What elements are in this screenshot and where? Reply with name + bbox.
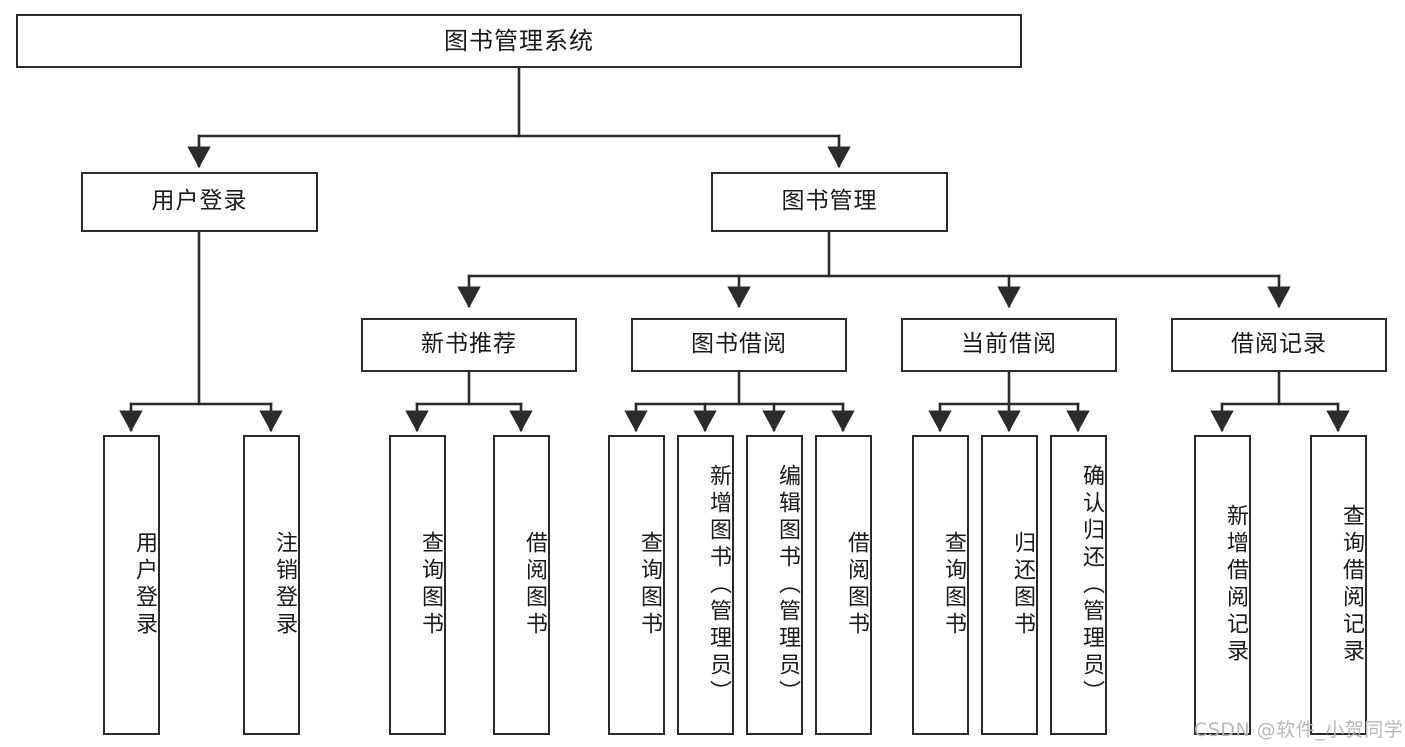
node-book-borrow[interactable]: 图书借阅 bbox=[631, 318, 847, 372]
node-label: 图书管理系统 bbox=[444, 26, 594, 55]
leaf-user-logout[interactable]: 注销登录 bbox=[243, 435, 300, 735]
node-label: 编辑图书（管理员） bbox=[775, 463, 800, 707]
node-label: 用户登录 bbox=[132, 531, 157, 639]
node-label: 借阅记录 bbox=[1231, 331, 1327, 358]
node-new-book-recommend[interactable]: 新书推荐 bbox=[361, 318, 577, 372]
node-label: 新书推荐 bbox=[421, 331, 517, 358]
node-label: 注销登录 bbox=[272, 531, 297, 639]
node-book-management[interactable]: 图书管理 bbox=[711, 172, 948, 232]
node-label: 图书管理 bbox=[781, 188, 878, 215]
leaf-recommend-query-book[interactable]: 查询图书 bbox=[389, 435, 446, 735]
node-label: 归还图书 bbox=[1010, 531, 1035, 639]
leaf-recommend-borrow-book[interactable]: 借阅图书 bbox=[493, 435, 550, 735]
node-label: 新增图书（管理员） bbox=[706, 463, 731, 707]
csdn-watermark: CSDN @软件_小贺同学 bbox=[1194, 719, 1404, 741]
node-label: 查询图书 bbox=[941, 531, 966, 639]
node-current-borrow[interactable]: 当前借阅 bbox=[901, 318, 1117, 372]
node-label: 查询图书 bbox=[637, 531, 662, 639]
leaf-record-add-record[interactable]: 新增借阅记录 bbox=[1194, 435, 1251, 735]
leaf-borrow-query-book[interactable]: 查询图书 bbox=[608, 435, 665, 735]
leaf-current-query-book[interactable]: 查询图书 bbox=[912, 435, 969, 735]
node-borrow-record[interactable]: 借阅记录 bbox=[1171, 318, 1387, 372]
leaf-record-query-record[interactable]: 查询借阅记录 bbox=[1310, 435, 1367, 735]
leaf-borrow-edit-book[interactable]: 编辑图书（管理员） bbox=[746, 435, 803, 735]
node-label: 确认归还（管理员） bbox=[1079, 463, 1104, 707]
node-label: 新增借阅记录 bbox=[1223, 504, 1248, 666]
node-root-system[interactable]: 图书管理系统 bbox=[16, 14, 1022, 68]
node-label: 借阅图书 bbox=[522, 531, 547, 639]
node-label: 查询借阅记录 bbox=[1339, 504, 1364, 666]
leaf-current-return-book[interactable]: 归还图书 bbox=[981, 435, 1038, 735]
leaf-borrow-add-book[interactable]: 新增图书（管理员） bbox=[677, 435, 734, 735]
node-label: 用户登录 bbox=[151, 188, 248, 215]
node-user-login[interactable]: 用户登录 bbox=[81, 172, 318, 232]
node-label: 图书借阅 bbox=[691, 331, 787, 358]
node-label: 查询图书 bbox=[418, 531, 443, 639]
node-label: 当前借阅 bbox=[961, 331, 1057, 358]
leaf-user-login[interactable]: 用户登录 bbox=[103, 435, 160, 735]
node-label: 借阅图书 bbox=[844, 531, 869, 639]
leaf-borrow-borrow-book[interactable]: 借阅图书 bbox=[815, 435, 872, 735]
leaf-current-confirm-return[interactable]: 确认归还（管理员） bbox=[1050, 435, 1107, 735]
